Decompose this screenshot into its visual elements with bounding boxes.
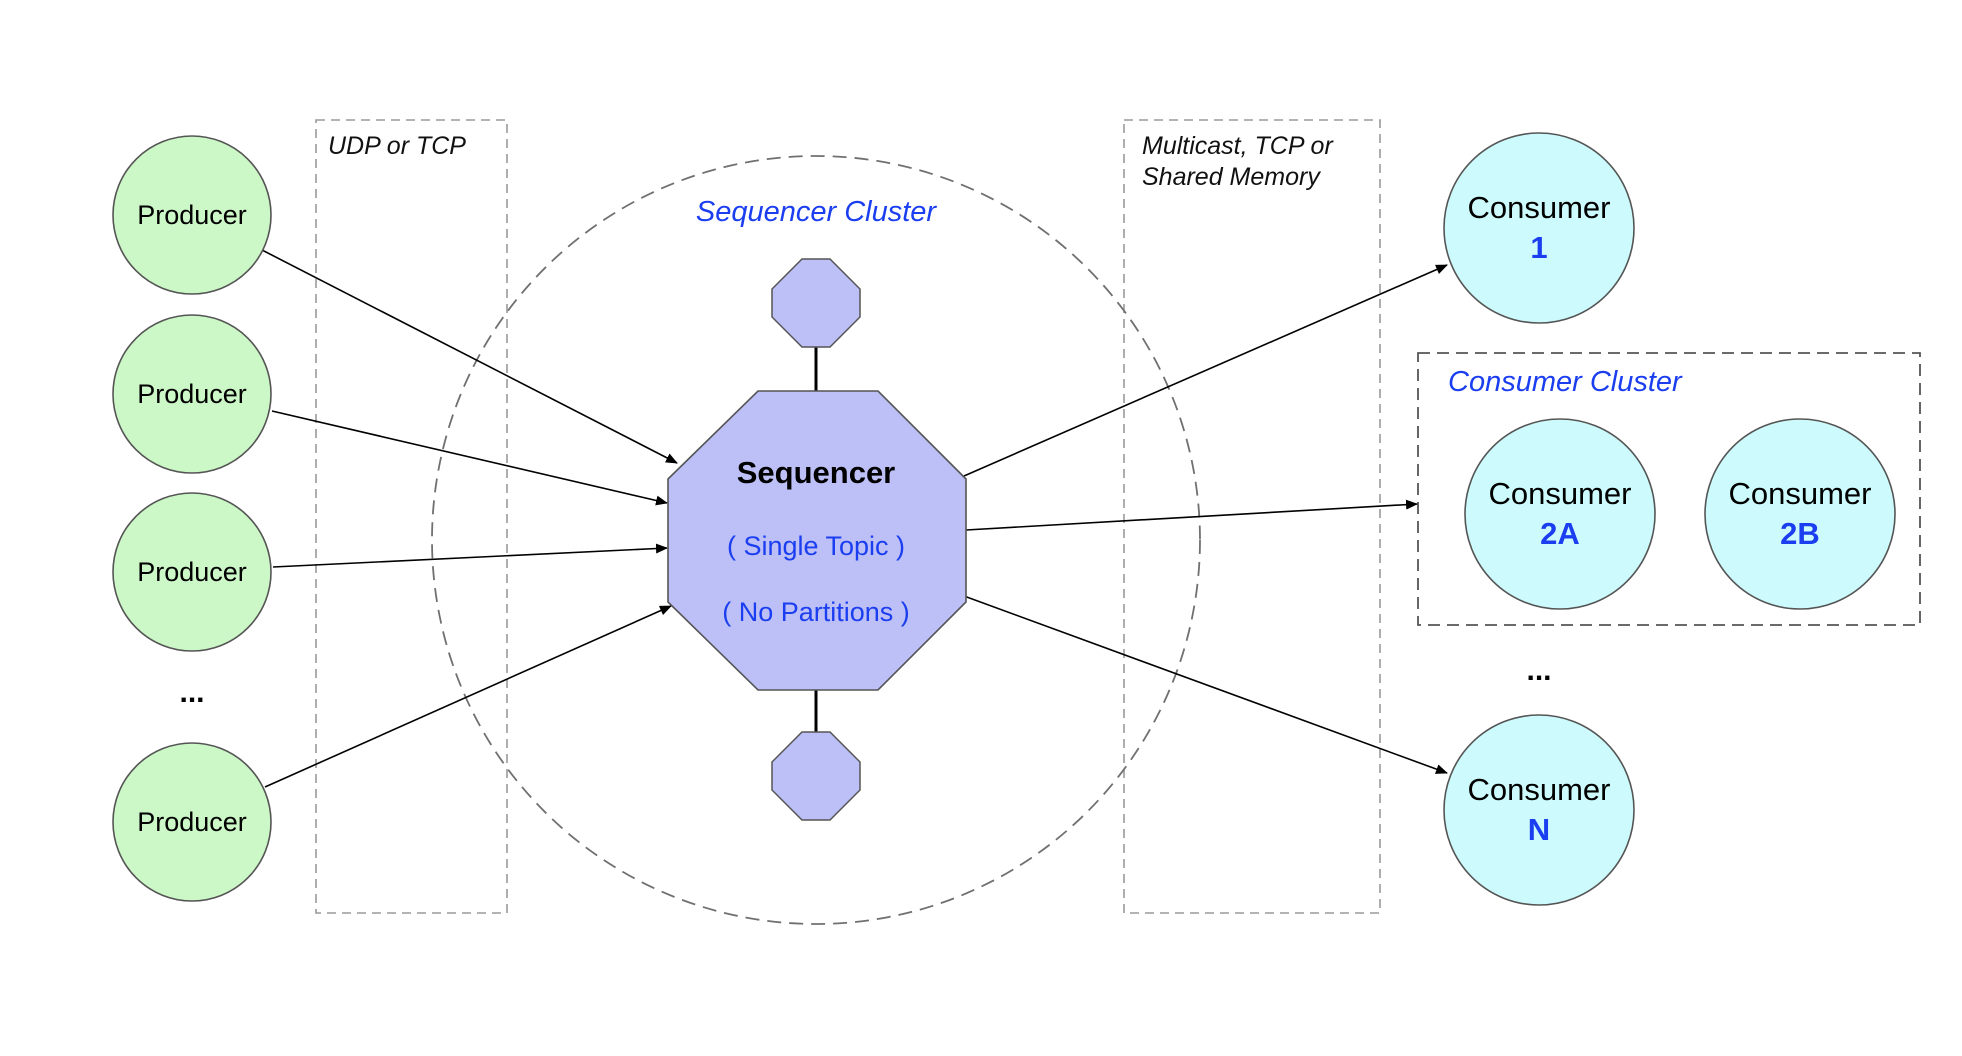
consumer-1-label: Consumer [1468, 190, 1611, 225]
arrow-producer-3-to-sequencer [272, 543, 668, 568]
sequencer-title: Sequencer [737, 455, 896, 490]
arrow-sequencer-to-consumer-1 [963, 264, 1448, 477]
consumer-n-node: Consumer N [1443, 714, 1635, 906]
producer-node: Producer [112, 492, 272, 652]
arrow-sequencer-to-consumer-cluster [965, 499, 1418, 531]
consumer-2a-node: Consumer 2A [1464, 418, 1656, 610]
consumers-ellipsis: ... [1526, 654, 1551, 687]
consumer-2b-id: 2B [1780, 516, 1820, 551]
consumer-2b-label: Consumer [1729, 476, 1872, 511]
producer-node: Producer [112, 135, 272, 295]
consumer-cluster-label: Consumer Cluster [1448, 366, 1683, 398]
producer-label: Producer [137, 379, 247, 409]
sequencer-partitions-label: ( No Partitions ) [722, 597, 910, 627]
consumer-1-id: 1 [1530, 230, 1547, 265]
consumer-2b-node: Consumer 2B [1704, 418, 1896, 610]
consumer-1-node: Consumer 1 [1443, 132, 1635, 324]
udp-tcp-label: UDP or TCP [328, 132, 466, 160]
producer-label: Producer [137, 807, 247, 837]
producer-node: Producer [112, 742, 272, 902]
arrow-sequencer-to-consumer-n [963, 595, 1448, 774]
multicast-label-line2: Shared Memory [1142, 163, 1321, 191]
consumer-2a-label: Consumer [1489, 476, 1632, 511]
sequencer-node [667, 390, 967, 691]
sequencer-cluster-boundary [431, 155, 1201, 925]
producer-label: Producer [137, 557, 247, 587]
sequencer-replica-bottom [771, 731, 861, 821]
arrow-producer-2-to-sequencer [271, 410, 668, 506]
multicast-label-line1: Multicast, TCP or [1142, 132, 1334, 160]
consumer-2a-id: 2A [1540, 516, 1580, 551]
producer-node: Producer [112, 314, 272, 474]
consumer-cluster-boundary [1417, 352, 1921, 626]
consumer-n-label: Consumer [1468, 772, 1611, 807]
sequencer-cluster-label: Sequencer Cluster [696, 196, 938, 228]
arrow-producer-4-to-sequencer [264, 605, 672, 788]
arrow-producer-1-to-sequencer [261, 249, 678, 464]
sequencer-replica-top [771, 258, 861, 348]
producers-ellipsis: ... [179, 676, 204, 709]
producer-label: Producer [137, 200, 247, 230]
multicast-zone [1123, 119, 1381, 914]
udp-tcp-zone [315, 119, 508, 914]
sequencer-topic-label: ( Single Topic ) [727, 531, 905, 561]
consumer-n-id: N [1528, 812, 1550, 847]
